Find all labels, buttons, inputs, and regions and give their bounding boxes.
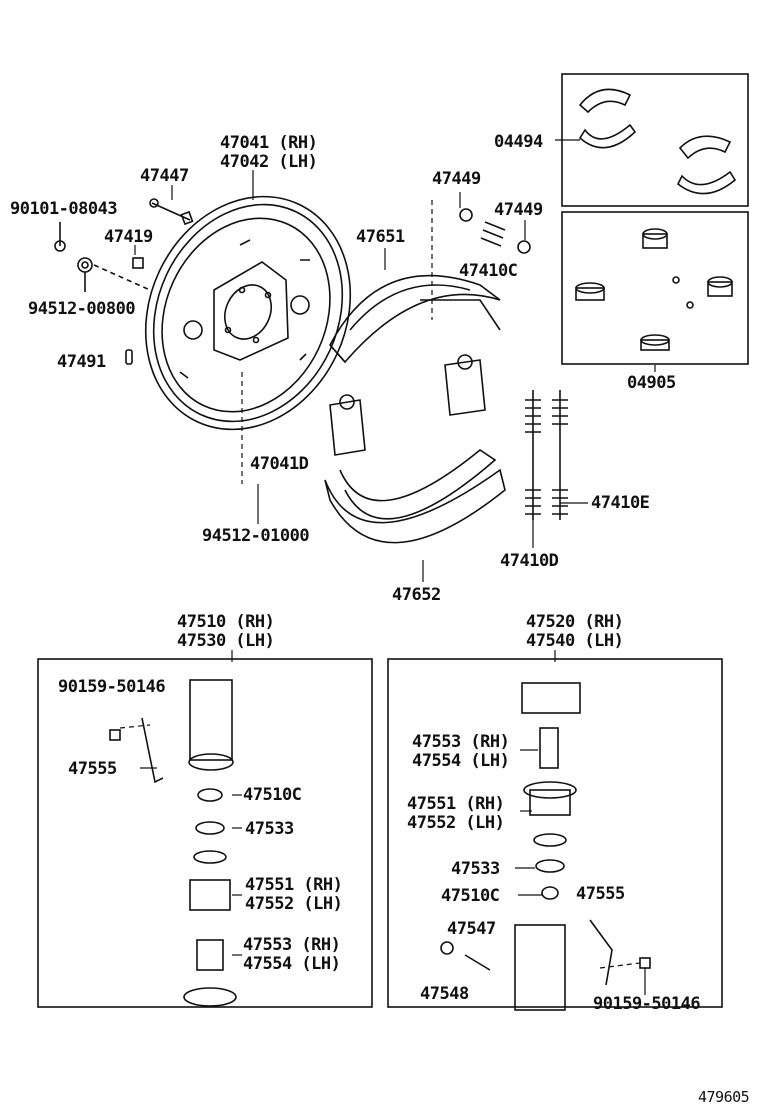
label-left-90159-50146: 90159-50146: [58, 677, 166, 697]
label-94512-00800: 94512-00800: [28, 299, 136, 319]
label-right-47551: 47551 (RH): [407, 794, 505, 814]
label-left-47554: 47554 (LH): [243, 954, 341, 974]
label-47652: 47652: [392, 585, 441, 605]
label-right-47554: 47554 (LH): [412, 751, 510, 771]
kit-box-04905: [561, 211, 749, 365]
label-right-47510c: 47510C: [441, 886, 500, 906]
label-47410c: 47410C: [459, 261, 518, 281]
label-47510-rh: 47510 (RH): [177, 612, 275, 632]
label-right-47548: 47548: [420, 984, 469, 1004]
label-47540-lh: 47540 (LH): [526, 631, 624, 651]
label-47042-lh: 47042 (LH): [220, 152, 318, 172]
dashed-lines: [119, 200, 641, 969]
backing-plate: [144, 195, 352, 431]
kit-04494-shoes: [578, 88, 737, 195]
label-04905: 04905: [627, 373, 676, 393]
label-left-47553: 47553 (RH): [243, 935, 341, 955]
label-47491: 47491: [57, 352, 106, 372]
brake-shoe-upper: [329, 274, 501, 364]
label-47419: 47419: [104, 227, 153, 247]
label-47041-rh: 47041 (RH): [220, 133, 318, 153]
label-47449-a: 47449: [432, 169, 481, 189]
label-47520-rh: 47520 (RH): [526, 612, 624, 632]
leader-lines: [134, 139, 656, 995]
label-90101-08043: 90101-08043: [10, 199, 118, 219]
label-right-47555: 47555: [576, 884, 625, 904]
label-47410e: 47410E: [591, 493, 650, 513]
label-47447: 47447: [140, 166, 189, 186]
label-right-47533: 47533: [451, 859, 500, 879]
label-right-47552: 47552 (LH): [407, 813, 505, 833]
label-47530-lh: 47530 (LH): [177, 631, 275, 651]
label-47449-b: 47449: [494, 200, 543, 220]
label-47410d: 47410D: [500, 551, 559, 571]
label-left-47551: 47551 (RH): [245, 875, 343, 895]
box-right-cylinder: [387, 658, 723, 1008]
label-left-47552: 47552 (LH): [245, 894, 343, 914]
label-04494: 04494: [494, 132, 543, 152]
left-cylinder-parts: [109, 679, 237, 1007]
label-right-90159-50146: 90159-50146: [593, 994, 701, 1014]
label-94512-01000: 94512-01000: [202, 526, 310, 546]
brake-shoe-lower: [324, 449, 506, 544]
label-right-47547: 47547: [447, 919, 496, 939]
label-47651: 47651: [356, 227, 405, 247]
label-left-47533: 47533: [245, 819, 294, 839]
springs: [459, 208, 568, 520]
right-cylinder-parts: [440, 682, 651, 1011]
kit-04905-cups: [575, 228, 733, 351]
kit-box-04494: [561, 73, 749, 207]
label-47041d: 47041D: [250, 454, 309, 474]
hardware-upper-left: [54, 198, 194, 365]
label-right-47553: 47553 (RH): [412, 732, 510, 752]
label-left-47555: 47555: [68, 759, 117, 779]
adjuster-parts: [329, 354, 486, 456]
box-left-cylinder: [37, 658, 373, 1008]
label-left-47510c: 47510C: [243, 785, 302, 805]
figure-id: 479605: [698, 1088, 750, 1106]
